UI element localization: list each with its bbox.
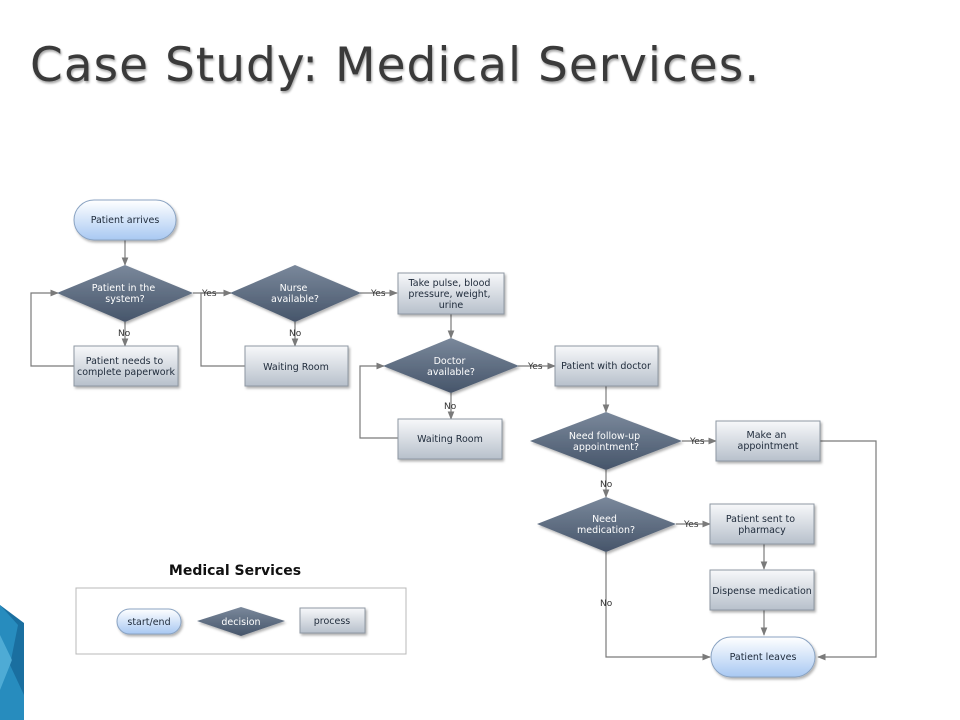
- node-label-line: system?: [105, 294, 144, 305]
- node-label-line: Nurse: [280, 283, 308, 294]
- svg-text:Need medication?: Need medication?: [577, 514, 635, 536]
- node-label: Dispense medication: [712, 586, 812, 597]
- node-follow-up-decision: Need follow-up appointment?: [530, 412, 682, 470]
- svg-text:Patient needs to complet: Patient needs to complete paperwork: [77, 356, 176, 378]
- edges: [30, 240, 877, 661]
- node-waiting-room-1: Waiting Room: [244, 345, 349, 387]
- node-label-line: available?: [271, 294, 319, 305]
- node-label: Waiting Room: [417, 434, 483, 445]
- node-waiting-room-2: Waiting Room: [397, 418, 503, 460]
- node-label-line: Patient sent to: [726, 514, 795, 525]
- legend-decision: decision: [197, 607, 285, 636]
- svg-text:Make an appointment: Make an appointment: [738, 430, 799, 452]
- node-in-system-decision: Patient in the system?: [57, 265, 193, 322]
- node-with-doctor-process: Patient with doctor: [554, 345, 659, 387]
- label-medication-yes: Yes: [683, 520, 699, 530]
- svg-text:Take pulse, blood pressu: Take pulse, blood pressure, weight, urin…: [408, 278, 494, 311]
- node-label-line: pharmacy: [738, 525, 786, 536]
- svg-text:Nurse available?: Nurse available?: [271, 283, 319, 305]
- node-patient-leaves: Patient leaves: [710, 636, 816, 678]
- node-label: Patient leaves: [730, 652, 797, 663]
- slide-title: Case Study: Medical Services.: [30, 38, 761, 93]
- label-followup-no: No: [600, 480, 613, 490]
- node-label-line: Need follow-up: [569, 431, 640, 442]
- node-pharmacy-process: Patient sent to pharmacy: [709, 503, 815, 545]
- legend-process: process: [299, 607, 366, 634]
- label-followup-yes: Yes: [689, 437, 705, 447]
- node-label-line: urine: [439, 300, 464, 311]
- node-label-line: Take pulse, blood: [408, 278, 491, 289]
- legend: Medical Services start/end decision proc…: [75, 563, 407, 655]
- node-label-line: Patient needs to: [86, 356, 164, 367]
- node-doctor-decision: Doctor available?: [383, 338, 519, 393]
- node-label-line: medication?: [577, 525, 635, 536]
- label-system-no: No: [118, 329, 131, 339]
- label-system-yes: Yes: [201, 289, 217, 299]
- node-label-line: pressure, weight,: [408, 289, 490, 300]
- node-label-line: appointment: [738, 441, 799, 452]
- svg-text:Need follow-up appointme: Need follow-up appointment?: [569, 431, 643, 453]
- edge-appointment-to-leaves: [817, 440, 877, 661]
- legend-start-end: start/end: [116, 608, 182, 635]
- label-doctor-no: No: [444, 402, 457, 412]
- edge-medication-no: [605, 552, 711, 661]
- legend-process-label: process: [314, 616, 351, 627]
- node-dispense-process: Dispense medication: [709, 569, 815, 611]
- label-medication-no: No: [600, 599, 613, 609]
- node-label-line: appointment?: [573, 442, 639, 453]
- legend-start-end-label: start/end: [127, 617, 170, 628]
- node-label-line: Patient in the: [92, 283, 156, 294]
- node-patient-arrives: Patient arrives: [73, 199, 177, 241]
- svg-text:Patient in the system?: Patient in the system?: [92, 283, 158, 305]
- label-nurse-yes: Yes: [370, 289, 386, 299]
- legend-decision-label: decision: [221, 617, 260, 628]
- node-medication-decision: Need medication?: [537, 497, 676, 552]
- node-paperwork-process: Patient needs to complete paperwork: [73, 345, 179, 387]
- node-make-appointment-process: Make an appointment: [715, 420, 821, 462]
- edge-labels: Yes No Yes No Yes No Yes No Yes No: [118, 289, 705, 609]
- node-label-line: available?: [427, 367, 475, 378]
- node-label-line: Doctor: [434, 356, 466, 367]
- node-label: Patient with doctor: [561, 361, 651, 372]
- node-label: Patient arrives: [91, 215, 160, 226]
- node-vitals-process: Take pulse, blood pressure, weight, urin…: [397, 272, 505, 315]
- node-label-line: Make an: [747, 430, 787, 441]
- label-doctor-yes: Yes: [527, 362, 543, 372]
- legend-title: Medical Services: [169, 563, 301, 579]
- edge-paperwork-loop: [30, 289, 74, 367]
- svg-text:Doctor available?: Doctor available?: [427, 356, 475, 378]
- svg-text:Patient sent to pharmacy: Patient sent to pharmacy: [726, 514, 798, 536]
- node-nurse-decision: Nurse available?: [230, 265, 361, 322]
- node-label: Waiting Room: [263, 362, 329, 373]
- corner-accent-decoration: [0, 605, 24, 720]
- label-nurse-no: No: [289, 329, 302, 339]
- node-label-line: complete paperwork: [77, 367, 176, 378]
- edge-waiting2-loop: [359, 362, 398, 439]
- node-label-line: Need: [592, 514, 617, 525]
- edge-waiting1-loop: [200, 292, 245, 367]
